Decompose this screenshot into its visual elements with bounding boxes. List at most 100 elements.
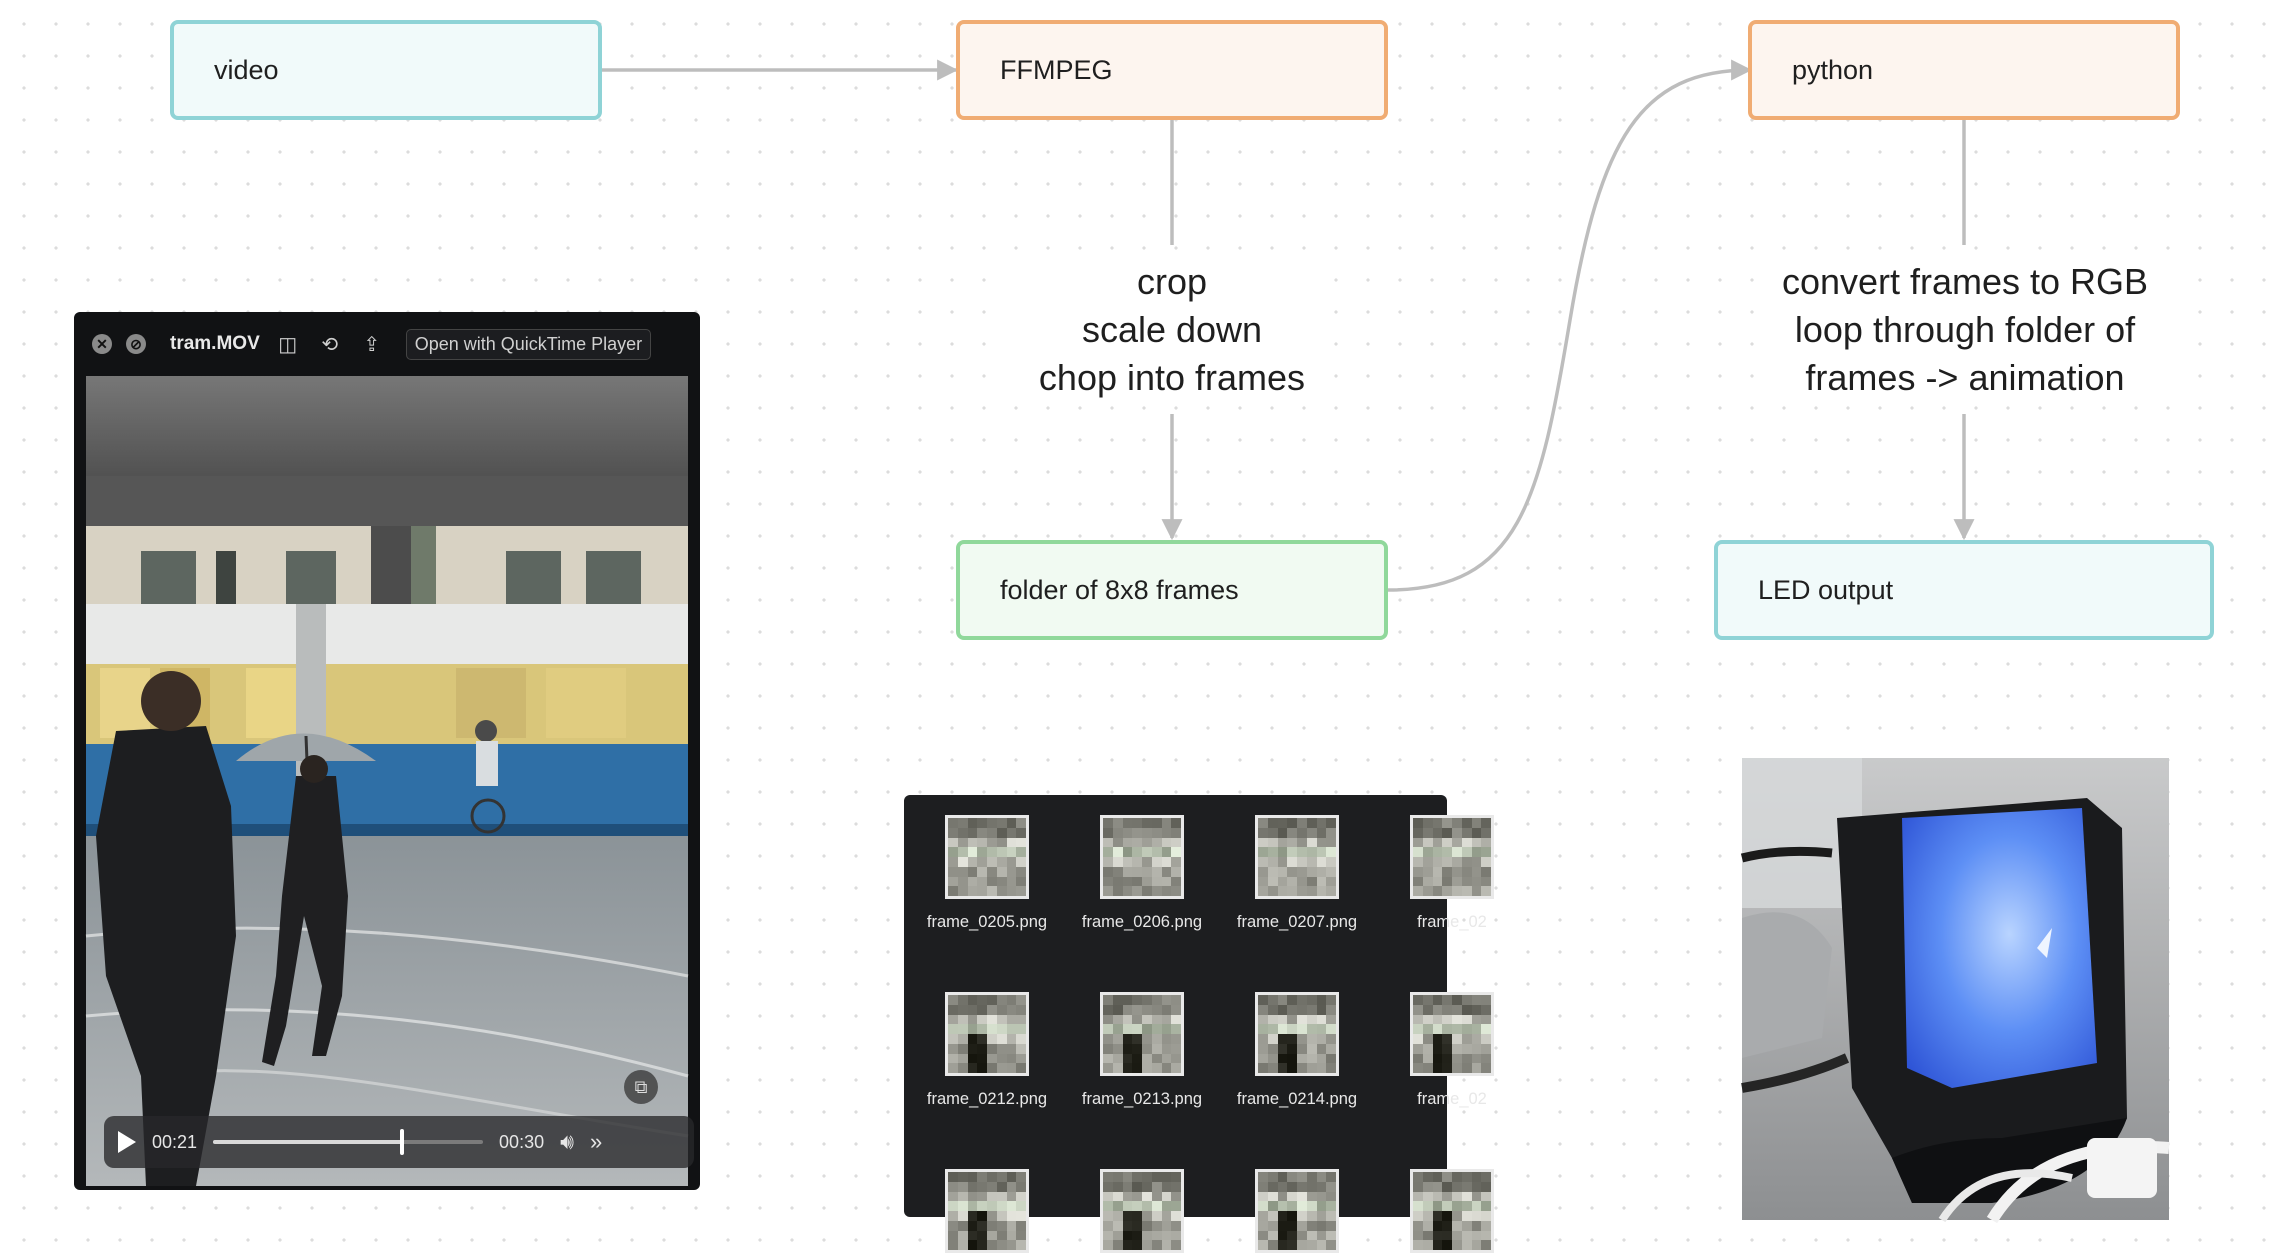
thumb-pixel bbox=[1161, 1024, 1172, 1034]
thumb-pixel bbox=[1006, 1191, 1017, 1202]
thumb-pixel bbox=[967, 1220, 978, 1231]
edge-label-line: chop into frames bbox=[1038, 357, 1306, 398]
scrubber[interactable] bbox=[213, 1129, 484, 1155]
thumb-pixel bbox=[1413, 1201, 1423, 1211]
picture-in-picture-icon[interactable]: ⧉ bbox=[624, 1070, 658, 1104]
thumb-pixel bbox=[1258, 1024, 1268, 1034]
thumb-pixel bbox=[1267, 1053, 1278, 1064]
file-item[interactable]: frame_0205.png bbox=[912, 815, 1062, 932]
thumb-pixel bbox=[948, 1043, 958, 1054]
thumb-pixel bbox=[977, 818, 987, 828]
close-icon[interactable]: ✕ bbox=[92, 334, 112, 354]
file-item[interactable]: frame_0206.png bbox=[1067, 815, 1217, 932]
edge-label-line: frames -> animation bbox=[1805, 357, 2125, 398]
file-item[interactable] bbox=[1222, 1169, 1372, 1253]
thumb-pixel bbox=[1267, 837, 1278, 848]
node-folder[interactable]: folder of 8x8 frames bbox=[956, 540, 1388, 640]
thumb-pixel bbox=[1452, 1004, 1462, 1015]
thumb-pixel bbox=[948, 1024, 958, 1034]
thumb-pixel bbox=[996, 866, 1007, 877]
thumb-pixel bbox=[1452, 1220, 1462, 1231]
thumb-pixel bbox=[1316, 876, 1327, 887]
thumb-pixel bbox=[1413, 857, 1423, 867]
thumb-pixel bbox=[1006, 857, 1017, 867]
thumb-pixel bbox=[1122, 1191, 1133, 1202]
thumb-pixel bbox=[948, 1172, 958, 1182]
thumb-pixel bbox=[967, 1191, 978, 1202]
thumb-pixel bbox=[1267, 1034, 1278, 1044]
node-led[interactable]: LED output bbox=[1714, 540, 2214, 640]
volume-icon[interactable]: 🔊︎ bbox=[560, 1129, 574, 1154]
thumb-pixel bbox=[1297, 1230, 1307, 1241]
thumb-pixel bbox=[1422, 866, 1433, 877]
file-item[interactable]: frame_0214.png bbox=[1222, 992, 1372, 1109]
thumb-pixel bbox=[1287, 1034, 1297, 1044]
thumb-pixel bbox=[1452, 876, 1462, 887]
thumb-pixel bbox=[1006, 1034, 1017, 1044]
thumb-pixel bbox=[1277, 1220, 1288, 1231]
thumb-pixel bbox=[1461, 1191, 1472, 1202]
share-icon[interactable]: ⇪ bbox=[363, 333, 381, 356]
thumb-pixel bbox=[1016, 1004, 1026, 1015]
thumb-pixel bbox=[1471, 886, 1482, 896]
thumb-pixel bbox=[1432, 1053, 1443, 1064]
thumb-pixel bbox=[1132, 837, 1142, 848]
node-video[interactable]: video bbox=[170, 20, 602, 120]
thumb-pixel bbox=[1171, 857, 1181, 867]
thumb-pixel bbox=[1471, 847, 1482, 857]
open-with-quicktime-button[interactable]: Open with QuickTime Player bbox=[405, 328, 652, 360]
thumb-pixel bbox=[996, 1201, 1007, 1211]
thumb-pixel bbox=[967, 1211, 978, 1221]
file-item[interactable] bbox=[912, 1169, 1062, 1253]
thumb-pixel bbox=[1413, 1004, 1423, 1015]
thumb-pixel bbox=[1326, 995, 1336, 1005]
file-item[interactable]: frame_0213.png bbox=[1067, 992, 1217, 1109]
file-item[interactable]: frame_0207.png bbox=[1222, 815, 1372, 932]
thumb-pixel bbox=[1297, 1240, 1307, 1250]
thumb-pixel bbox=[1461, 876, 1472, 887]
thumb-pixel bbox=[1151, 837, 1162, 848]
thumb-pixel bbox=[1112, 837, 1123, 848]
fast-forward-icon[interactable]: » bbox=[589, 1129, 603, 1154]
node-python[interactable]: python bbox=[1748, 20, 2180, 120]
play-icon[interactable] bbox=[118, 1131, 136, 1153]
thumb-pixel bbox=[1161, 995, 1172, 1005]
thumb-pixel bbox=[1112, 1191, 1123, 1202]
thumb-pixel bbox=[1122, 1004, 1133, 1015]
thumb-pixel bbox=[1306, 1014, 1317, 1025]
thumb-pixel bbox=[1132, 847, 1142, 857]
stop-icon[interactable]: ⊘ bbox=[126, 334, 146, 354]
thumb-pixel bbox=[1422, 1063, 1433, 1073]
thumb-pixel bbox=[1171, 866, 1181, 877]
file-item[interactable]: frame_02 bbox=[1377, 815, 1527, 932]
node-ffmpeg[interactable]: FFMPEG bbox=[956, 20, 1388, 120]
thumb-pixel bbox=[1112, 1172, 1123, 1182]
thumb-pixel bbox=[1452, 1063, 1462, 1073]
thumb-pixel bbox=[1413, 1181, 1423, 1192]
video-player[interactable]: ✕ ⊘ tram.MOV ◫ ⟲ ⇪ Open with QuickTime P… bbox=[74, 312, 700, 1190]
rotate-icon[interactable]: ⟲ bbox=[321, 333, 339, 356]
thumb-pixel bbox=[1016, 1191, 1026, 1202]
scrubber-knob[interactable] bbox=[400, 1129, 405, 1155]
thumb-pixel bbox=[1452, 866, 1462, 877]
file-item[interactable] bbox=[1067, 1169, 1217, 1253]
file-item[interactable]: frame_02 bbox=[1377, 992, 1527, 1109]
thumb-pixel bbox=[1277, 1181, 1288, 1192]
file-item[interactable] bbox=[1377, 1169, 1527, 1253]
thumb-pixel bbox=[996, 1181, 1007, 1192]
thumb-pixel bbox=[996, 1014, 1007, 1025]
thumb-pixel bbox=[1161, 1034, 1172, 1044]
node-ffmpeg-label: FFMPEG bbox=[1000, 54, 1113, 85]
thumb-pixel bbox=[1452, 1240, 1462, 1250]
thumb-pixel bbox=[1422, 1201, 1433, 1211]
file-item[interactable]: frame_0212.png bbox=[912, 992, 1062, 1109]
thumb-pixel bbox=[957, 1053, 968, 1064]
thumb-pixel bbox=[1471, 827, 1482, 838]
thumb-pixel bbox=[1297, 886, 1307, 896]
trim-icon[interactable]: ◫ bbox=[278, 333, 298, 356]
thumb-pixel bbox=[1287, 1211, 1297, 1221]
thumb-pixel bbox=[1326, 1024, 1336, 1034]
thumb-pixel bbox=[967, 818, 978, 828]
thumb-pixel bbox=[996, 837, 1007, 848]
thumb-pixel bbox=[1171, 876, 1181, 887]
